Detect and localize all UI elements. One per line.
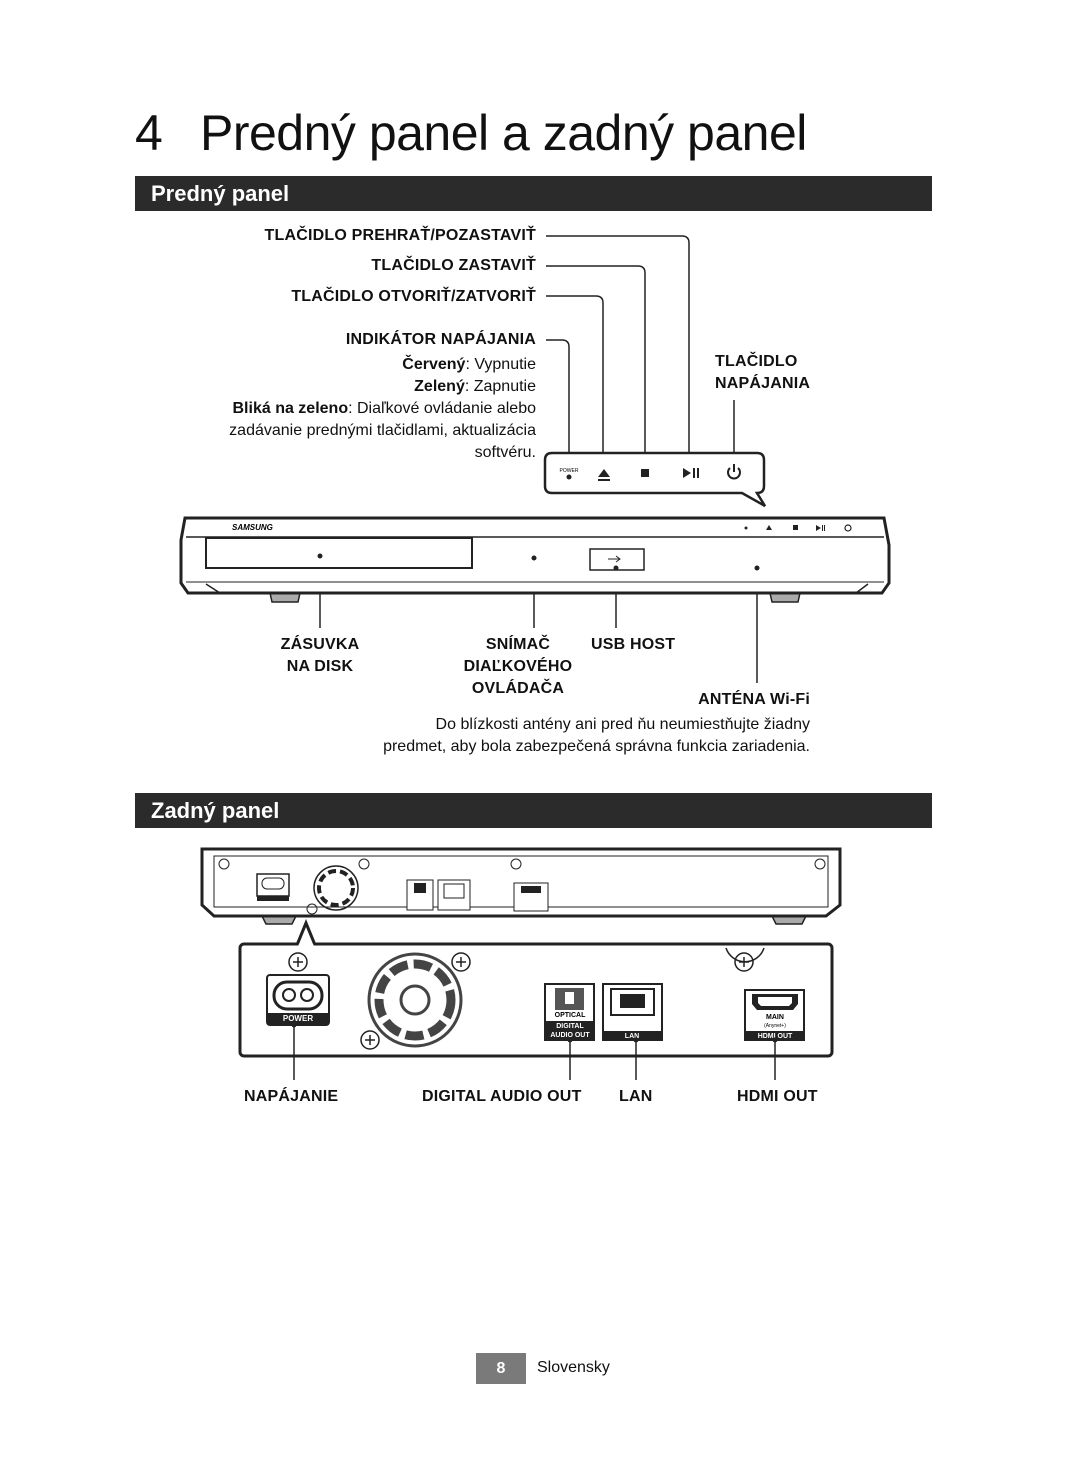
rear-hdmi-label: HDMI OUT	[737, 1088, 818, 1105]
disc-tray	[205, 537, 473, 569]
rear-digital-audio-label: DIGITAL AUDIO OUT	[422, 1088, 582, 1105]
play-pause-icon	[683, 468, 699, 478]
svg-text:HDMI OUT: HDMI OUT	[758, 1033, 793, 1040]
fan-icon	[367, 952, 463, 1048]
stop-icon	[641, 469, 649, 477]
power-indicator-label: INDIKÁTOR NAPÁJANIA	[345, 331, 536, 348]
chapter-number: 4	[135, 105, 163, 161]
antenna-note-1: Do blízkosti antény ani pred ňu neumiest…	[435, 716, 810, 733]
indicator-green-line: Zelený: Zapnutie	[414, 378, 536, 395]
brand-logo: SAMSUNG	[232, 523, 273, 532]
chapter-title: Predný panel a zadný panel	[200, 105, 807, 161]
indicator-red-line: Červený: Vypnutie	[402, 356, 536, 373]
rear-hdmi-port: MAIN (Anynet+) HDMI OUT	[744, 989, 805, 1041]
svg-text:OPTICAL: OPTICAL	[555, 1012, 586, 1019]
play-pause-label: TLAČIDLO PREHRAŤ/POZASTAVIŤ	[264, 227, 536, 244]
power-button-label-2: NAPÁJANIA	[715, 375, 811, 392]
rear-zoom-panel: POWER OPTICAL DIGITAL AUDIO OUT LAN	[238, 930, 834, 1058]
disc-tray-label-1: ZÁSUVKA	[280, 636, 360, 653]
stop-label: TLAČIDLO ZASTAVIŤ	[371, 257, 536, 274]
disc-tray-label-2: NA DISK	[286, 658, 354, 675]
rear-lan-label: LAN	[619, 1088, 653, 1105]
rear-panel-heading: Zadný panel	[135, 793, 932, 828]
page-number: 8	[476, 1353, 526, 1384]
rear-leader-lines	[293, 1025, 776, 1080]
svg-text:POWER: POWER	[283, 1014, 313, 1023]
power-led-icon	[566, 474, 572, 480]
power-button-label-1: TLAČIDLO	[715, 353, 798, 370]
svg-text:LAN: LAN	[625, 1033, 639, 1040]
svg-text:(Anynet+): (Anynet+)	[764, 1023, 786, 1029]
svg-text:DIGITAL: DIGITAL	[556, 1023, 584, 1030]
antenna-note-2: predmet, aby bola zabezpečená správna fu…	[383, 738, 810, 755]
front-zoom-callout: POWER	[543, 451, 767, 508]
indicator-blink-line-2: zadávanie prednými tlačidlami, aktualizá…	[229, 422, 536, 439]
page-language: Slovensky	[537, 1359, 610, 1376]
rear-lan-port: LAN	[602, 983, 663, 1041]
wifi-antenna-label: ANTÉNA Wi-Fi	[698, 691, 810, 708]
front-device: SAMSUNG	[179, 516, 891, 603]
usb-icon	[608, 555, 621, 563]
svg-text:AUDIO OUT: AUDIO OUT	[550, 1032, 590, 1039]
indicator-blink-line-3: softvéru.	[474, 444, 536, 461]
rear-power-socket: POWER	[266, 974, 330, 1026]
rear-device-small	[200, 847, 842, 925]
front-panel-heading: Predný panel	[135, 176, 932, 211]
remote-sensor-label-3: OVLÁDAČA	[471, 680, 565, 697]
remote-sensor-label-1: SNÍMAČ	[485, 636, 551, 653]
rear-power-label: NAPÁJANIE	[244, 1088, 339, 1105]
open-close-label: TLAČIDLO OTVORIŤ/ZATVORIŤ	[291, 288, 536, 305]
indicator-blink-line: Bliká na zeleno: Diaľkové ovládanie aleb…	[232, 400, 537, 417]
rear-optical-port: OPTICAL DIGITAL AUDIO OUT	[544, 983, 595, 1041]
remote-sensor-label-2: DIAĽKOVÉHO	[463, 658, 573, 675]
svg-text:MAIN: MAIN	[766, 1014, 784, 1021]
usb-host-label: USB HOST	[591, 636, 676, 653]
power-symbol-icon	[727, 464, 741, 480]
callout-power-text: POWER	[560, 468, 579, 474]
eject-icon	[598, 469, 610, 481]
